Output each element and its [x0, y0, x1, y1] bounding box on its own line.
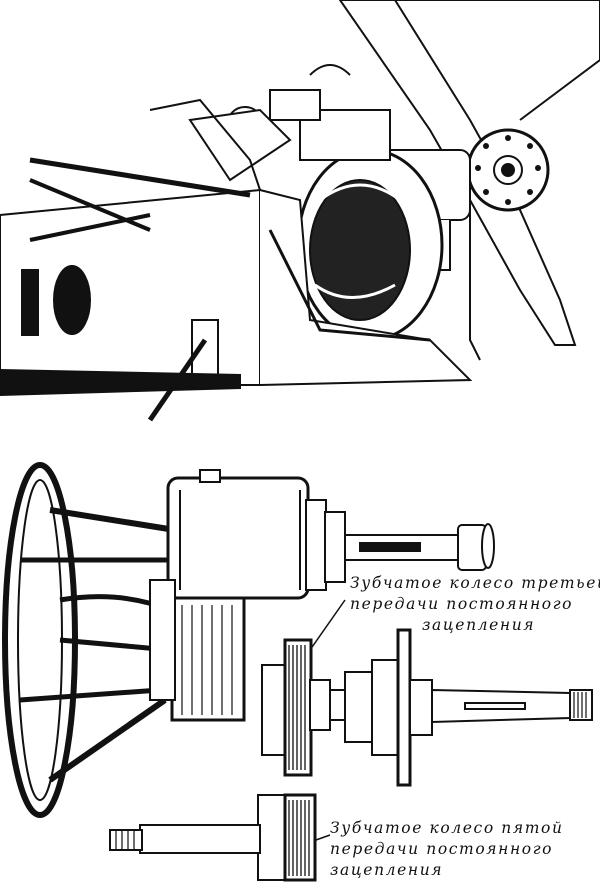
fifth-gear-caption: Зубчатое колесо пятой передачи постоянно…	[330, 818, 564, 881]
third-gear-caption-line-2: передачи постоянного	[350, 595, 574, 613]
fifth-gear-caption-line-2: передачи постоянного	[330, 840, 554, 858]
third-gear-caption: Зубчатое колесо третьей передачи постоян…	[350, 573, 600, 636]
third-gear-caption-line-3: зацепления	[422, 616, 536, 634]
third-gear-caption-line-1: Зубчатое колесо третьей	[350, 574, 600, 592]
fifth-gear-caption-line-1: Зубчатое колесо пятой	[330, 819, 564, 837]
fifth-gear-caption-line-3: зацепления	[330, 861, 444, 879]
